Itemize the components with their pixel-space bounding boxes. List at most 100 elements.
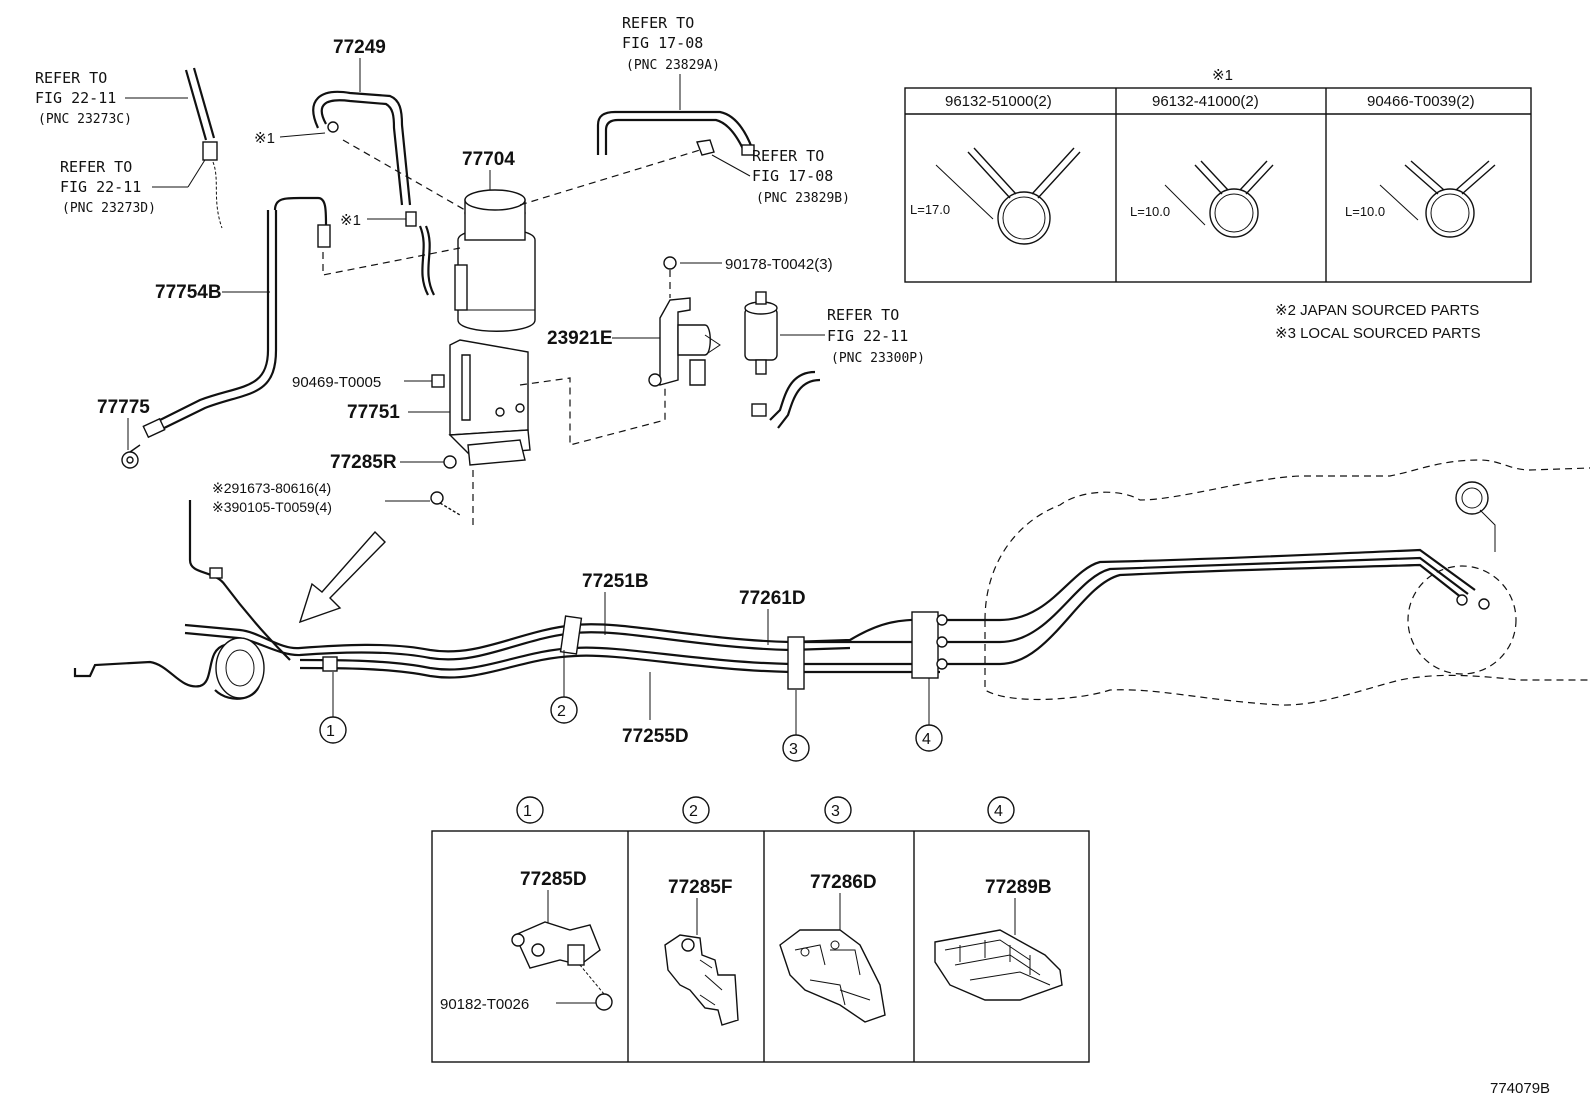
detail-marker-2: 2	[682, 796, 710, 824]
nut-90178	[663, 256, 677, 270]
detail-part-77289b[interactable]: 77289B	[985, 877, 1052, 898]
clip-table-mark: ※1	[1212, 67, 1233, 84]
refer-text-pnc: (PNC 23273C)	[38, 112, 132, 127]
dashed-guide	[519, 377, 666, 446]
refer-text-line1: REFER TO	[827, 306, 899, 324]
detail-table	[431, 830, 1090, 1063]
leader-line	[711, 154, 751, 177]
clip-ref-mark: ※1	[254, 130, 275, 147]
clip-length-2: L=10.0	[1130, 204, 1170, 219]
callout-77261d[interactable]: 77261D	[739, 588, 806, 609]
callout-77704[interactable]: 77704	[462, 149, 515, 170]
illustration-id: 774079B	[1490, 1080, 1550, 1097]
refer-text-pnc: (PNC 23829A)	[626, 58, 720, 73]
detail-marker-3: 3	[824, 796, 852, 824]
svg-text:1: 1	[326, 723, 335, 740]
svg-text:4: 4	[994, 803, 1003, 820]
refer-text-line2: FIG 22-11	[35, 89, 116, 107]
refer-text-line2: FIG 22-11	[827, 327, 908, 345]
callout-77251b[interactable]: 77251B	[582, 571, 649, 592]
hose-23829	[596, 110, 755, 156]
clip-90469	[431, 374, 445, 388]
svg-text:4: 4	[922, 731, 931, 748]
refer-text-pnc: (PNC 23273D)	[62, 201, 156, 216]
callout-77285r[interactable]: 77285R	[330, 452, 397, 473]
dashed-guide	[519, 149, 701, 206]
valve-77775	[121, 444, 141, 469]
callout-90105-t0059[interactable]: ※390105-T0059(4)	[212, 499, 332, 515]
marker-2[interactable]: 2	[550, 650, 578, 724]
callout-90469-t0005[interactable]: 90469-T0005	[292, 374, 381, 391]
clip-header-96132-41000: 96132-41000(2)	[1152, 93, 1259, 110]
hose-clip-3	[1379, 160, 1496, 238]
charcoal-canister-77704	[454, 189, 536, 332]
detail-marker-1: 1	[516, 796, 544, 824]
bolt-90105	[430, 491, 461, 516]
dashed-guide	[322, 240, 461, 276]
hose-77249	[312, 90, 412, 206]
refer-text-line2: FIG 22-11	[60, 178, 141, 196]
clip-length-1: L=17.0	[910, 202, 950, 217]
refer-text-line1: REFER TO	[35, 69, 107, 87]
refer-23829a[interactable]: REFER TO FIG 17-08 (PNC 23829A)	[622, 14, 720, 73]
clamp-77286d	[779, 929, 886, 1023]
hose-23273	[184, 67, 223, 229]
refer-text-pnc: (PNC 23829B)	[756, 191, 850, 206]
refer-text-line2: FIG 17-08	[752, 167, 833, 185]
detail-marker-4: 4	[987, 796, 1015, 824]
refer-text-pnc: (PNC 23300P)	[831, 351, 925, 366]
bracket-77751	[448, 339, 531, 466]
callout-90178-t0042[interactable]: 90178-T0042(3)	[725, 256, 833, 273]
clip-header-96132-51000: 96132-51000(2)	[945, 93, 1052, 110]
refer-text-line1: REFER TO	[60, 158, 132, 176]
callout-77751[interactable]: 77751	[347, 402, 400, 423]
marker-3[interactable]: 3	[782, 690, 810, 762]
bracket-23921e	[648, 297, 721, 387]
fuel-lines-main	[184, 548, 1490, 679]
clip-length-3: L=10.0	[1345, 204, 1385, 219]
svg-text:2: 2	[557, 703, 566, 720]
detail-part-90182-t0026[interactable]: 90182-T0026	[440, 996, 529, 1013]
marker-1[interactable]: 1	[319, 672, 347, 744]
refer-23300p[interactable]: REFER TO FIG 22-11 (PNC 23300P)	[827, 306, 925, 366]
callout-91673-80616[interactable]: ※291673-80616(4)	[212, 480, 331, 496]
refer-23273d[interactable]: REFER TO FIG 22-11 (PNC 23273D)	[60, 158, 156, 216]
svg-text:3: 3	[789, 741, 798, 758]
svg-text:1: 1	[523, 803, 532, 820]
callout-77754b[interactable]: 77754B	[155, 282, 222, 303]
hose-clip-1	[935, 147, 1081, 245]
callout-77249[interactable]: 77249	[333, 37, 386, 58]
callout-77255d[interactable]: 77255D	[622, 726, 689, 747]
nut-77285r	[443, 455, 457, 469]
clamp-77285f	[664, 934, 739, 1026]
detail-part-77286d[interactable]: 77286D	[810, 872, 877, 893]
front-lines-left	[73, 500, 805, 700]
detail-part-77285f[interactable]: 77285F	[668, 877, 732, 898]
clamp-77289b	[934, 929, 1063, 1001]
marker-4[interactable]: 4	[915, 678, 943, 752]
note-japan-sourced: ※2 JAPAN SOURCED PARTS	[1275, 302, 1479, 319]
clip-header-90466-t0039: 90466-T0039(2)	[1367, 93, 1475, 110]
fuel-filter	[744, 291, 821, 429]
svg-text:3: 3	[831, 803, 840, 820]
clip-ref-mark: ※1	[340, 212, 361, 229]
svg-text:2: 2	[689, 803, 698, 820]
refer-23273c[interactable]: REFER TO FIG 22-11 (PNC 23273C)	[35, 69, 132, 127]
refer-23829b[interactable]: REFER TO FIG 17-08 (PNC 23829B)	[752, 147, 850, 206]
detail-part-77285d[interactable]: 77285D	[520, 869, 587, 890]
callout-77775[interactable]: 77775	[97, 397, 150, 418]
note-local-sourced: ※3 LOCAL SOURCED PARTS	[1275, 325, 1481, 342]
callout-23921e[interactable]: 23921E	[547, 328, 613, 349]
refer-text-line1: REFER TO	[752, 147, 824, 165]
refer-text-line2: FIG 17-08	[622, 34, 703, 52]
hose-clip-2	[1164, 160, 1274, 238]
clip-table	[904, 87, 1532, 283]
arrow-icon	[298, 530, 386, 624]
fuel-tank-outline	[984, 459, 1591, 706]
hose-lower-short	[405, 211, 435, 296]
leader-line	[279, 132, 326, 138]
refer-text-line1: REFER TO	[622, 14, 694, 32]
hose-77754b	[142, 196, 331, 439]
clamp-77285d	[511, 921, 613, 1011]
